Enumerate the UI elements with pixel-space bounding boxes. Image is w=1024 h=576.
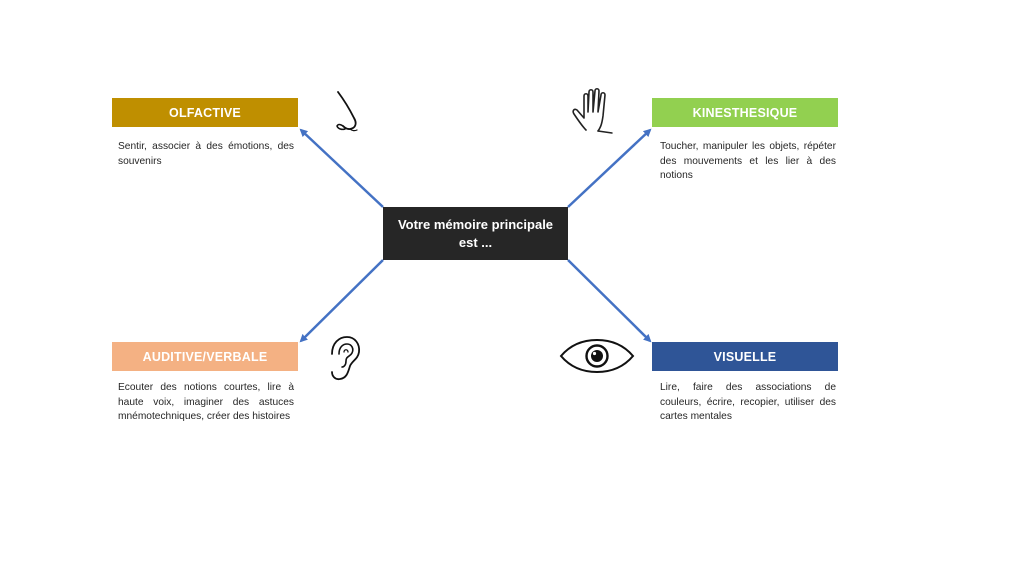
center-question-label: Votre mémoire principale est ... — [397, 216, 554, 250]
visuelle-description: Lire, faire des associations de couleurs… — [660, 382, 836, 422]
auditive-description: Ecouter des notions courtes, lire à haut… — [118, 382, 294, 422]
visuelle-title: VISUELLE — [713, 349, 777, 364]
arrow-to-visuelle — [567, 259, 652, 343]
auditive-box: AUDITIVE/VERBALE — [112, 342, 298, 371]
olfactive-description: Sentir, associer à des émotions, des sou… — [118, 141, 294, 167]
auditive-title: AUDITIVE/VERBALE — [142, 349, 268, 364]
kinesthesique-box: KINESTHESIQUE — [652, 98, 838, 127]
arrow-to-olfactive — [299, 128, 384, 208]
kinesthesique-description: Toucher, manipuler les objets, répéter d… — [660, 141, 836, 181]
olfactive-title: OLFACTIVE — [169, 105, 241, 120]
kinesthesique-title: KINESTHESIQUE — [692, 105, 798, 120]
hand-icon — [572, 87, 613, 134]
olfactive-box: OLFACTIVE — [112, 98, 298, 127]
center-question-box: Votre mémoire principale est ... — [383, 207, 568, 260]
arrow-to-kinesthesique — [567, 128, 652, 208]
eye-icon — [559, 338, 635, 374]
nose-icon — [336, 91, 358, 132]
ear-icon — [331, 336, 360, 381]
visuelle-box: VISUELLE — [652, 342, 838, 371]
arrow-to-auditive — [299, 259, 384, 343]
